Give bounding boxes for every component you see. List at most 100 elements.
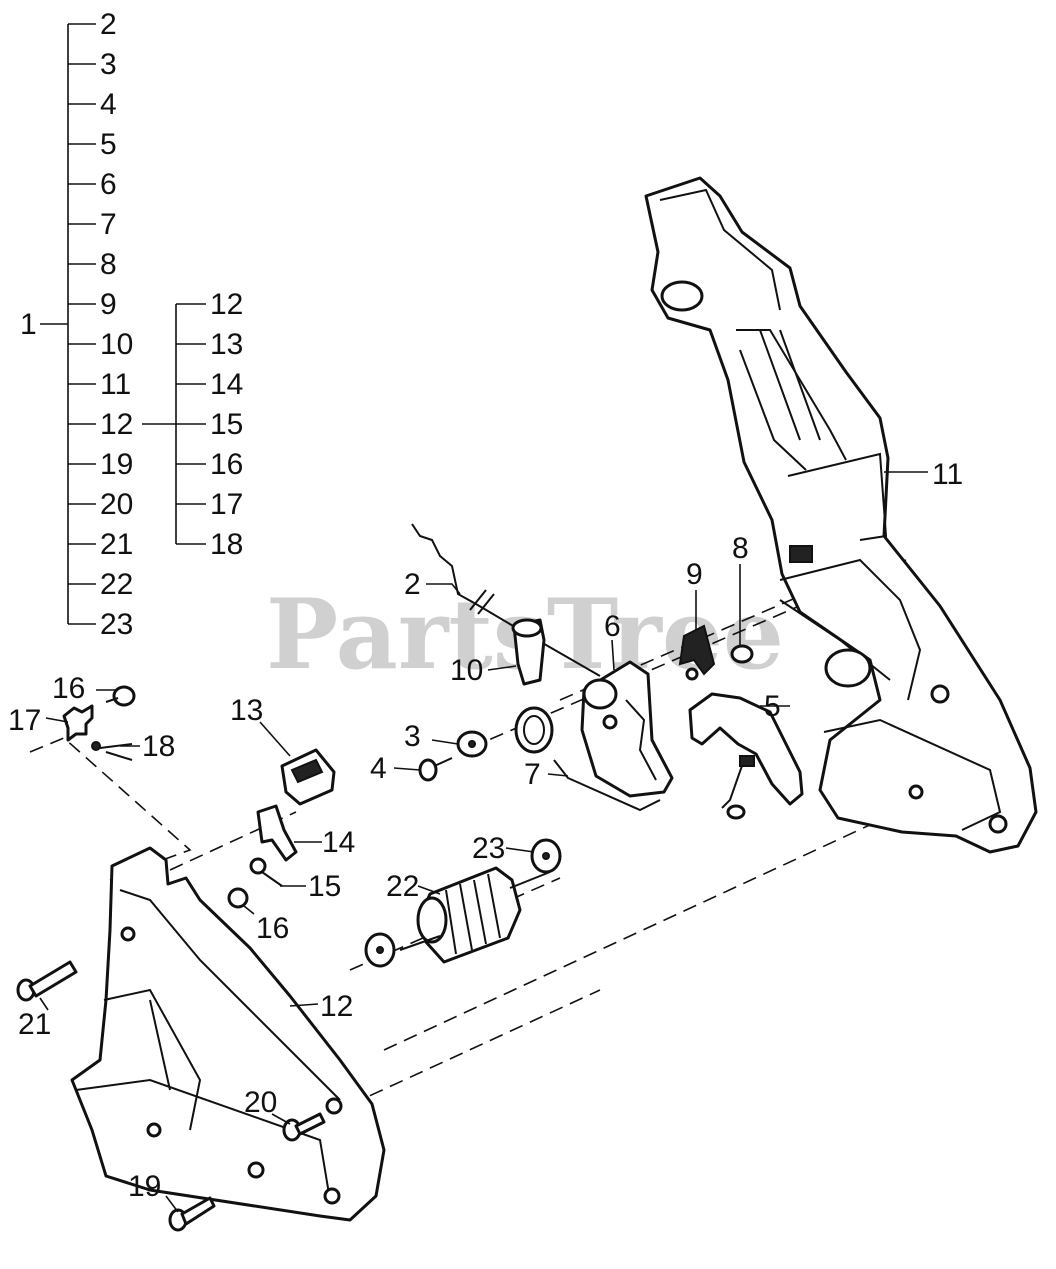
callout-16b: 16 [256, 912, 289, 945]
leader-12 [289, 1003, 319, 1007]
callout-11: 11 [932, 458, 963, 491]
tree-branch-label: 3 [100, 48, 117, 81]
frame-outline [644, 176, 1038, 854]
tree-branch-label: 15 [210, 408, 243, 441]
part-16-screw-a [105, 685, 136, 707]
part-2-throttle-cable [411, 523, 601, 677]
part-9-trigger [678, 624, 716, 681]
frame-ridge-top [659, 188, 781, 311]
lockout-spring [739, 755, 755, 767]
part-23-end-plates [364, 838, 562, 968]
tree-branch-label: 13 [210, 328, 243, 361]
frame-base-lip [823, 718, 1002, 831]
callout-10: 10 [450, 654, 483, 687]
tree-branch-label: 9 [100, 288, 117, 321]
callout-18: 18 [142, 730, 175, 763]
lever-pivot [582, 678, 618, 710]
callout-14: 14 [322, 826, 355, 859]
lever-edge [625, 699, 657, 781]
part-16-screw-b [227, 887, 249, 909]
tree-branch-label: 12 [210, 288, 243, 321]
leader-21 [39, 997, 49, 1011]
frame-pivot-hole [824, 648, 872, 688]
callout-labels: 2 3 4 5 6 7 8 9 10 11 12 13 14 15 16 16 … [8, 458, 963, 1203]
leader-6 [611, 639, 615, 671]
housing-base-edge [75, 1078, 331, 1201]
tree-branch-label: 7 [100, 208, 117, 241]
callout-23: 23 [472, 832, 505, 865]
leader-3 [431, 739, 459, 745]
washer-hole [468, 740, 476, 748]
holder-top [511, 618, 543, 638]
part-19-screw [168, 1196, 216, 1232]
housing-hole-5 [325, 1097, 343, 1115]
lockout-wire [721, 759, 745, 809]
cable-break-2 [477, 593, 495, 615]
part-22-cushion-spring [399, 866, 551, 964]
callout-20: 20 [244, 1086, 277, 1119]
screw-20-shank [294, 1112, 326, 1136]
callout-7: 7 [524, 758, 541, 791]
callout-5: 5 [764, 690, 781, 723]
housing-recess [103, 988, 202, 1131]
screw-16b-head [227, 887, 249, 909]
leader-23 [505, 847, 535, 853]
plate-left-hole [376, 946, 384, 954]
bolt-21-shank [28, 960, 78, 998]
callout-22: 22 [386, 870, 419, 903]
leader-22 [417, 885, 441, 895]
housing-hole-3 [247, 1161, 265, 1179]
part-6-throttle-lever [580, 660, 674, 798]
part-18-wire [91, 741, 133, 761]
terminal-lead [261, 871, 283, 887]
callout-8: 8 [732, 532, 749, 565]
housing-hole-2 [146, 1122, 162, 1138]
tree-branch-label: 22 [100, 568, 133, 601]
tree-root-label: 1 [20, 308, 37, 341]
cable-wire [411, 523, 601, 677]
screw-head [418, 758, 438, 782]
star-washer-body [62, 704, 94, 742]
frame-mount-hole [660, 280, 704, 312]
leader-4 [393, 767, 421, 771]
frame-boss-3 [908, 784, 924, 800]
cushion-end [416, 896, 448, 944]
part-5-lockout-lever [688, 692, 804, 820]
tree-branch-label: 23 [100, 608, 133, 641]
callout-16a: 16 [52, 672, 85, 705]
switch-rocker [290, 758, 324, 784]
terminal-eye [249, 857, 267, 875]
part-20-screw [282, 1112, 326, 1142]
part-13-stop-switch [280, 748, 336, 806]
housing-hole-4 [323, 1187, 341, 1205]
lever-hole [602, 714, 618, 730]
frame-inner-edge [779, 558, 922, 701]
spring-coil-outer [514, 706, 554, 754]
tree-branch-label: 11 [100, 368, 131, 401]
part-10-cable-holder [511, 618, 546, 686]
tree-branch-label: 16 [210, 448, 243, 481]
callout-2: 2 [404, 568, 421, 601]
callout-3: 3 [404, 720, 421, 753]
part-15-terminal [249, 857, 283, 887]
leader-17 [45, 717, 69, 723]
leader-13 [259, 721, 291, 757]
leader-20 [271, 1113, 291, 1125]
callout-9: 9 [686, 558, 703, 591]
part-4-screw [418, 757, 453, 782]
wire-18-lead [99, 743, 133, 761]
tree-branch-label: 2 [100, 8, 117, 41]
tree-branch-label: 20 [100, 488, 133, 521]
callout-6: 6 [604, 610, 621, 643]
spring-arm [553, 759, 661, 812]
frame-grip [787, 452, 888, 541]
callout-17: 17 [8, 704, 41, 737]
leader-7 [547, 773, 569, 777]
callout-19: 19 [128, 1170, 161, 1203]
callout-15: 15 [308, 870, 341, 903]
plate-right-hole [542, 852, 550, 860]
cable-break-1 [469, 589, 487, 611]
spring-coil-inner [523, 715, 545, 745]
